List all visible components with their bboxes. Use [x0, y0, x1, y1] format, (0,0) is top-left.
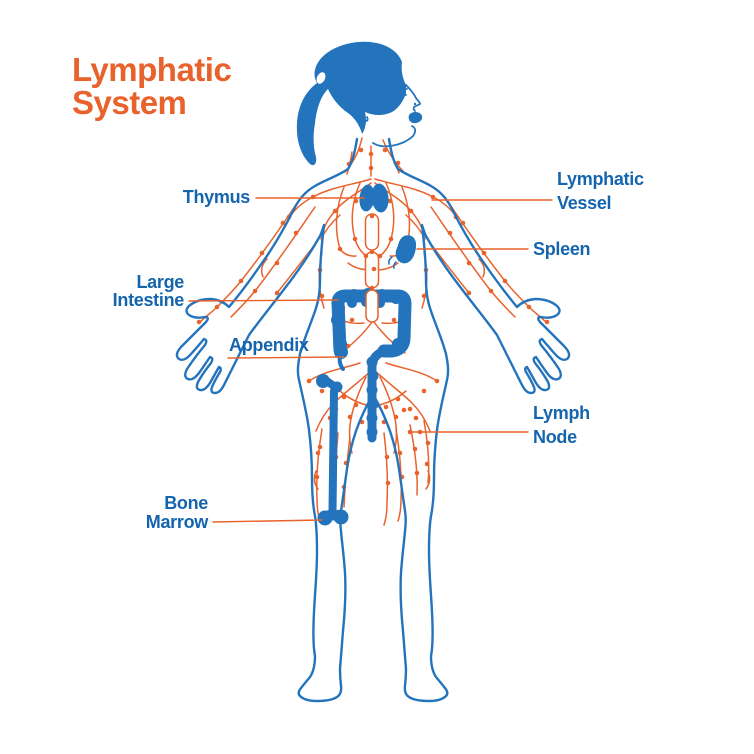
- eyebrow: [393, 86, 408, 91]
- lymph-node-label-line2: Node: [533, 427, 577, 447]
- appendix-leader-line: [227, 356, 345, 359]
- chin-jaw-line: [372, 125, 417, 148]
- bone-marrow-label-line1: Bone: [164, 493, 208, 513]
- face-profile: [405, 84, 421, 112]
- right-arm-vessels: [422, 196, 548, 324]
- appendix-label: Appendix: [229, 335, 309, 355]
- lymphatic-vessel-label-line2: Vessel: [557, 193, 611, 213]
- rectum-organ: [366, 347, 387, 443]
- right-thigh-vessels: [383, 420, 431, 526]
- organs: [316, 183, 417, 526]
- eye: [395, 93, 407, 97]
- bone-marrow-leader-line: [212, 519, 323, 523]
- hair: [296, 41, 406, 166]
- ear: [354, 102, 369, 122]
- lymphatic-vessel-label-line1: Lymphatic: [557, 169, 644, 189]
- central-trunk-capsule: [365, 289, 379, 323]
- central-trunk-capsule: [364, 213, 380, 251]
- hair-tie: [316, 72, 326, 84]
- body-outline: [175, 137, 571, 703]
- diagram-title-line1: Lymphatic: [72, 51, 231, 88]
- crotch-line: [369, 394, 377, 400]
- thymus-organ: [359, 183, 389, 213]
- lips: [408, 112, 423, 124]
- large-intestine-label-line1: Large: [136, 272, 184, 292]
- nostril: [413, 102, 417, 106]
- spleen-label: Spleen: [533, 239, 590, 259]
- appendix-organ: [334, 345, 348, 371]
- spleen-organ: [388, 235, 417, 269]
- lymph-node-label-line1: Lymph: [533, 403, 590, 423]
- body-half-outline: [175, 137, 373, 703]
- head: [296, 41, 423, 166]
- bone-marrow-label-line2: Marrow: [146, 512, 210, 532]
- diagram-title-line2: System: [72, 84, 186, 121]
- large-intestine-label-line2: Intestine: [113, 290, 185, 310]
- thymus-label: Thymus: [183, 187, 251, 207]
- text-layer: Lymphatic System Thymus Lymphatic Vessel…: [72, 51, 644, 532]
- leader-lines: [188, 197, 553, 523]
- left-arm-vessels: [198, 196, 324, 324]
- abdomen-vessels: [335, 316, 411, 354]
- large-intestine-leader-line: [188, 299, 339, 302]
